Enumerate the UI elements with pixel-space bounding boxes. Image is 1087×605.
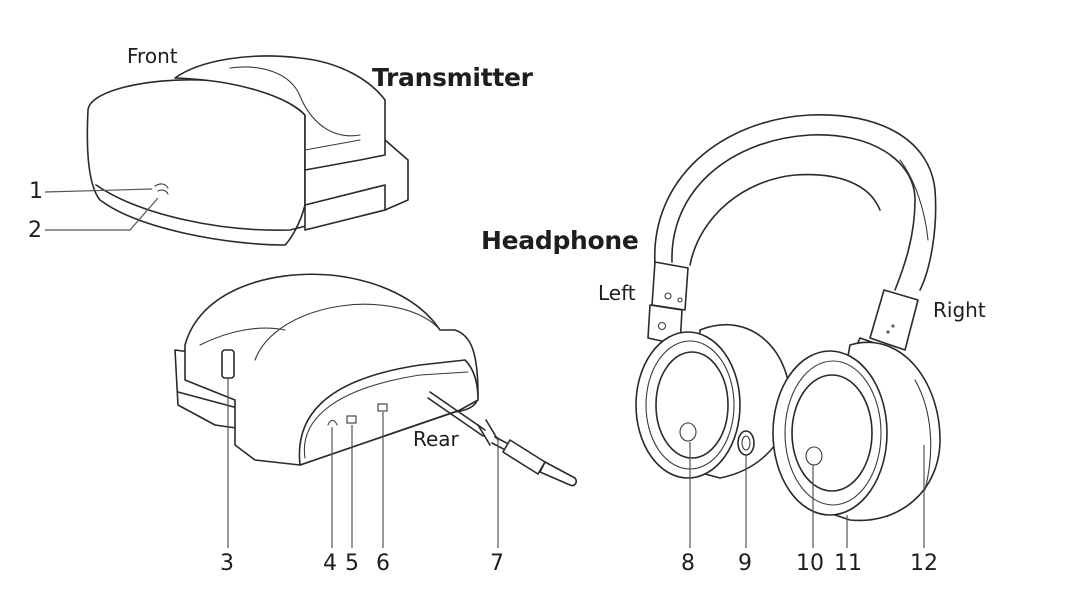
transmitter-title: Transmitter: [372, 63, 533, 92]
callout-12: 12: [910, 551, 938, 576]
callout-10: 10: [796, 551, 824, 576]
callout-11: 11: [834, 551, 862, 576]
transmitter-front-illustration: [44, 55, 409, 246]
left-label: Left: [598, 281, 636, 305]
headphone-illustration: [635, 114, 941, 548]
headphone-title: Headphone: [481, 226, 639, 255]
right-label: Right: [933, 298, 986, 322]
rear-label: Rear: [413, 427, 459, 451]
callout-9: 9: [738, 551, 752, 576]
callout-2: 2: [28, 218, 42, 243]
transmitter-rear-illustration: [174, 273, 577, 548]
callout-4: 4: [323, 551, 337, 576]
callout-5: 5: [345, 551, 359, 576]
callout-7: 7: [490, 551, 504, 576]
callout-8: 8: [681, 551, 695, 576]
callout-3: 3: [220, 551, 234, 576]
front-label: Front: [127, 44, 178, 68]
callout-6: 6: [376, 551, 390, 576]
callout-1: 1: [29, 179, 43, 204]
